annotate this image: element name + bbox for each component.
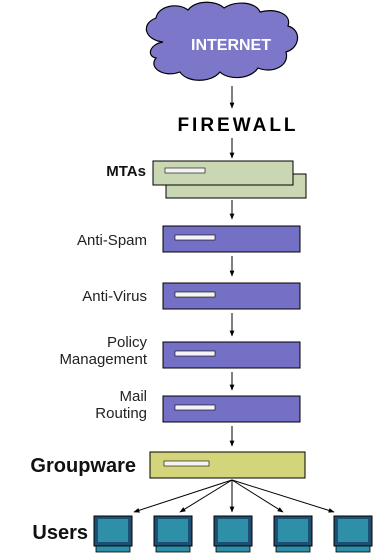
- routing-server-icon: [162, 395, 301, 423]
- computer-icon: [153, 515, 193, 553]
- users-label: Users: [32, 522, 88, 544]
- policy-server-icon: [162, 341, 301, 369]
- stage-label-policy: Policy: [106, 334, 147, 351]
- groupware-server-icon: [149, 451, 306, 479]
- antispam-server-icon: [162, 225, 301, 253]
- mtas-label: MTAs: [106, 163, 146, 180]
- stage-label-management: Management: [59, 351, 147, 368]
- computer-icon: [93, 515, 133, 553]
- stage-label-mail: Mail: [119, 388, 147, 405]
- stage-label-anti-spam: Anti-Spam: [76, 232, 147, 249]
- firewall-label: FIREWALL: [177, 115, 298, 136]
- computer-icon: [333, 515, 373, 553]
- antivirus-server-icon: [162, 282, 301, 310]
- computer-icon: [213, 515, 253, 553]
- stage-label-anti-virus: Anti-Virus: [82, 288, 147, 305]
- cloud-icon: [145, 1, 299, 81]
- computer-icon: [273, 515, 313, 553]
- groupware-label: Groupware: [30, 455, 136, 477]
- arrows-groupware-users: [133, 479, 335, 513]
- stage-label-routing: Routing: [95, 405, 147, 422]
- mta-server-icon: [152, 160, 307, 199]
- cloud-label: INTERNET: [191, 37, 271, 54]
